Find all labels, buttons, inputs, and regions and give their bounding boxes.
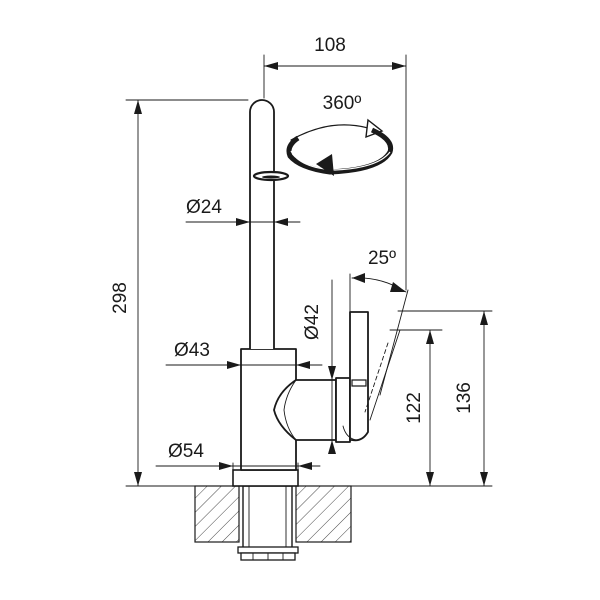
angle-label: 25º bbox=[368, 248, 396, 269]
spout bbox=[249, 99, 290, 349]
dimension-lever-diameter bbox=[328, 279, 336, 454]
spout-diameter-label: Ø24 bbox=[186, 197, 222, 218]
countertop-section bbox=[194, 485, 352, 543]
mounting-shank bbox=[237, 485, 299, 561]
base-diameter-label: Ø54 bbox=[168, 441, 204, 462]
lever-swung-outline bbox=[364, 289, 409, 421]
height-122-label: 122 bbox=[404, 392, 425, 424]
dimension-spout-diameter bbox=[185, 218, 301, 226]
dimension-298 bbox=[125, 99, 249, 487]
lever-housing bbox=[273, 377, 351, 443]
height-136-label: 136 bbox=[454, 382, 475, 414]
body-diameter-label: Ø43 bbox=[174, 340, 210, 361]
dimension-122 bbox=[389, 329, 443, 487]
height-298-label: 298 bbox=[110, 282, 131, 314]
dimension-body-diameter bbox=[165, 361, 323, 369]
rotation-label: 360º bbox=[323, 93, 362, 114]
dimension-108-label: 108 bbox=[314, 35, 346, 56]
lever-handle bbox=[342, 311, 369, 442]
dimension-base-diameter bbox=[155, 462, 321, 487]
lever-diameter-label: Ø42 bbox=[302, 304, 323, 340]
rotation-arrow-icon bbox=[286, 118, 394, 176]
dimension-angle bbox=[351, 273, 407, 293]
base-plate bbox=[232, 469, 299, 487]
dimension-108 bbox=[263, 54, 407, 291]
dimension-136 bbox=[297, 310, 493, 487]
